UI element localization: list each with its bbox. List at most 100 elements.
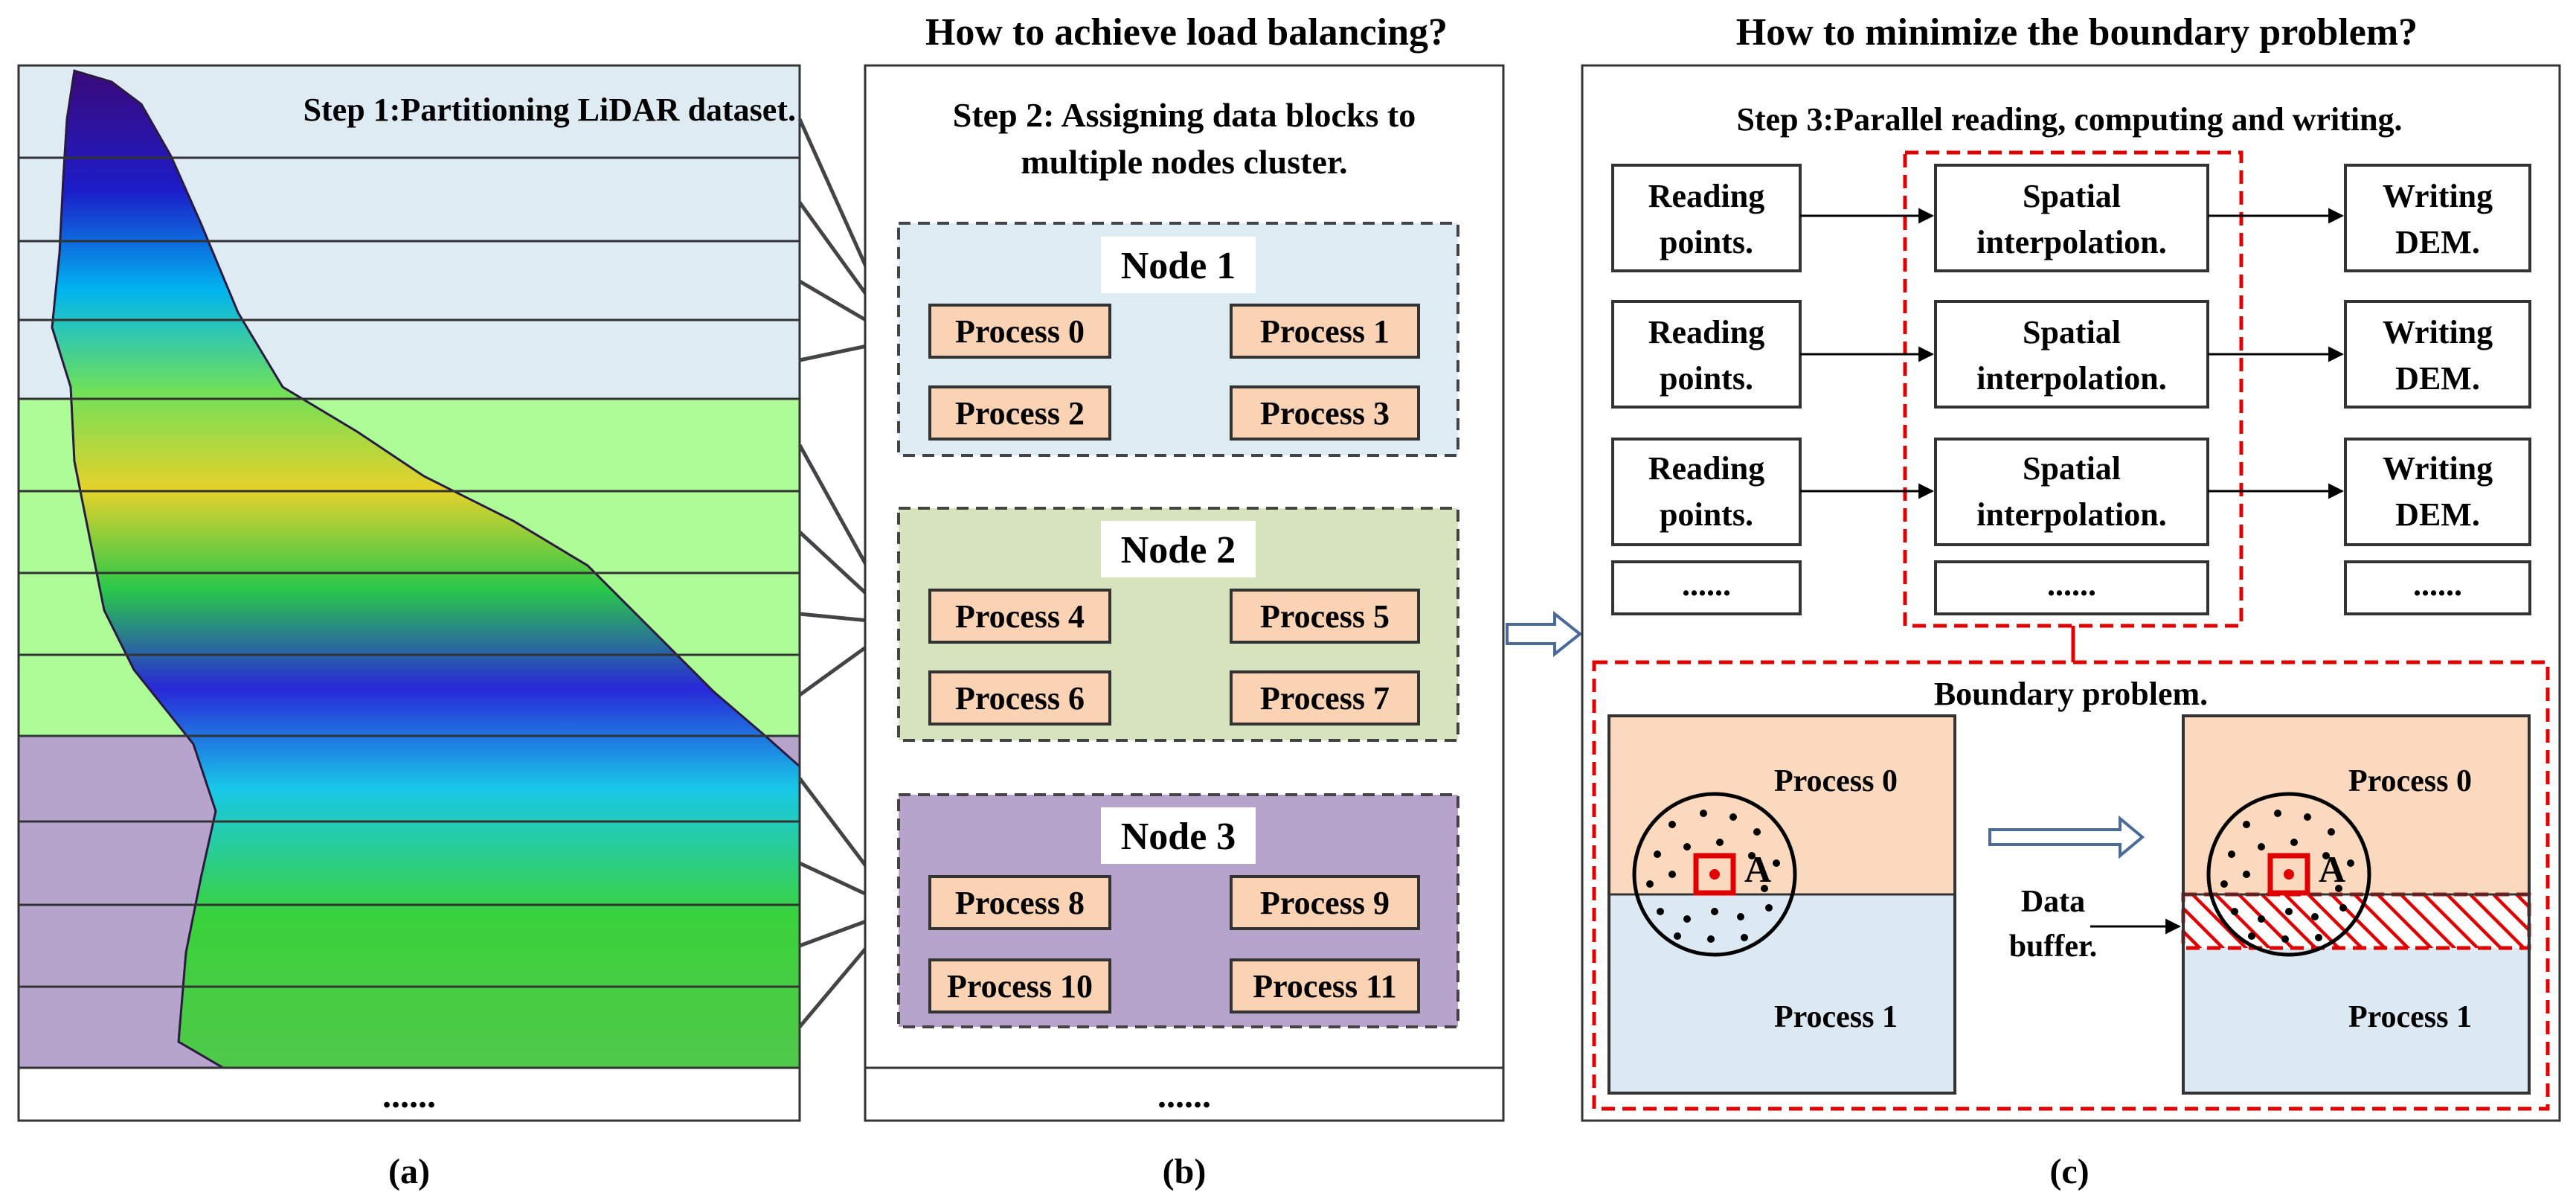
process-box [1230, 589, 1420, 644]
panel-transition-arrow [1506, 610, 1583, 658]
partition-lines [19, 156, 800, 1069]
panel-a-border [17, 64, 801, 1122]
buffer-label: Data [2021, 885, 2085, 919]
step2-line1: Step 2: Assigning data blocks to [953, 96, 1416, 134]
point-a-label: A [1744, 848, 1771, 890]
process0-label: Process 0 [1774, 764, 1898, 798]
writing-box [2344, 560, 2531, 615]
process-box [928, 875, 1111, 930]
writing-label: Writing [2383, 450, 2493, 487]
step2-line2: multiple nodes cluster. [1021, 143, 1347, 181]
reading-label: Reading [1648, 450, 1764, 487]
process-label: Process 4 [955, 598, 1085, 635]
interpolation-label: interpolation. [1976, 360, 2166, 397]
node-1: Node 1 Process 0 Process 1 Process 2 Pro… [897, 222, 1459, 457]
process-box [928, 589, 1111, 644]
reading-box [1611, 560, 1802, 615]
boundary-problem: Boundary problem. Process 0 Process 1 [1592, 660, 2550, 1111]
reading-label: points. [1660, 360, 1753, 397]
target-cell [2267, 853, 2310, 896]
interpolation-label: interpolation. [1976, 224, 2166, 260]
process-box [928, 385, 1111, 441]
node-title: Node 1 [1121, 245, 1236, 287]
pipeline-row-3: Reading points. Spatial interpolation. W… [1611, 438, 2531, 546]
writing-label: DEM. [2395, 360, 2480, 397]
process-box [928, 670, 1111, 726]
reading-box [1611, 438, 1802, 546]
interpolation-label: Spatial [2023, 450, 2121, 487]
buffer-label: buffer. [2009, 929, 2098, 964]
writing-label: Writing [2383, 178, 2493, 214]
process-label: Process 5 [1260, 598, 1390, 635]
reading-label: points. [1660, 496, 1753, 533]
panel-a: Step 1:Partitioning LiDAR dataset. .....… [17, 64, 801, 1191]
process-label: Process 2 [955, 395, 1085, 432]
panel-c-caption: (c) [2049, 1152, 2089, 1191]
pipeline-row-2: Reading points. Spatial interpolation. W… [1611, 300, 2531, 409]
boundary-before: Process 0 Process 1 A [1607, 714, 1956, 1095]
panel-c: How to minimize the boundary problem? St… [1581, 11, 2561, 1191]
boundary-box [1592, 660, 2550, 1111]
interpolation-box [1934, 164, 2209, 272]
panel-b: How to achieve load balancing? Step 2: A… [864, 11, 1505, 1191]
sample-points [1646, 810, 1780, 943]
process-label: Process 9 [1260, 885, 1390, 921]
interpolation-label: Spatial [2023, 178, 2121, 214]
pipeline-row-1: Reading points. Spatial interpolation. W… [1611, 164, 2531, 272]
process-label: Process 8 [955, 885, 1085, 921]
writing-box [2344, 164, 2531, 272]
writing-label: DEM. [2395, 224, 2480, 260]
interpolation-highlight [1903, 150, 2243, 628]
node-title: Node 2 [1121, 529, 1236, 571]
step1-label: Step 1:Partitioning LiDAR dataset. [303, 92, 796, 128]
interpolation-label: interpolation. [1976, 496, 2166, 533]
panel-a-caption: (a) [388, 1152, 430, 1191]
writing-label: DEM. [2395, 496, 2480, 533]
step3-label: Step 3:Parallel reading, computing and w… [1736, 101, 2402, 138]
boundary-title: Boundary problem. [1934, 676, 2208, 712]
reading-label: Reading [1648, 178, 1764, 214]
panel-b-ellipsis: ...... [1157, 1076, 1211, 1115]
panel-a-ellipsis: ...... [382, 1076, 436, 1115]
node-3: Node 3 Process 8 Process 9 Process 10 Pr… [897, 793, 1459, 1028]
process1-label: Process 1 [1774, 1000, 1898, 1034]
process-label: Process 1 [1260, 313, 1390, 350]
sample-points [2220, 810, 2354, 943]
process-box [928, 304, 1111, 359]
node-2: Node 2 Process 4 Process 5 Process 6 Pro… [897, 507, 1459, 742]
panel-c-question: How to minimize the boundary problem? [1736, 11, 2418, 54]
svg-text:......: ...... [2047, 566, 2096, 603]
process-label: Process 0 [955, 313, 1085, 350]
boundary-transition-arrow [1988, 815, 2145, 859]
boundary-after: Process 0 Process 1 A [2181, 714, 2531, 1095]
search-radius-circle [1632, 792, 1797, 957]
panel-b-question: How to achieve load balancing? [925, 11, 1448, 54]
process-label: Process 3 [1260, 395, 1390, 432]
reading-box [1611, 164, 1802, 272]
process-box [928, 958, 1111, 1013]
reading-label: Reading [1648, 314, 1764, 350]
node-title: Node 3 [1121, 816, 1236, 858]
target-cell [1693, 853, 1736, 896]
interpolation-box [1934, 438, 2209, 546]
process-label: Process 10 [947, 968, 1093, 1005]
process-box [1230, 958, 1420, 1013]
point-a-label: A [2319, 848, 2345, 890]
search-radius-circle [2206, 792, 2371, 957]
svg-text:......: ...... [2413, 566, 2462, 603]
process1-label: Process 1 [2348, 1000, 2472, 1034]
reading-label: points. [1660, 224, 1753, 260]
panel-b-caption: (b) [1163, 1152, 1207, 1191]
interpolation-box [1934, 560, 2209, 615]
writing-label: Writing [2383, 314, 2493, 350]
svg-text:......: ...... [1682, 566, 1731, 603]
process-box [1230, 385, 1420, 441]
pipeline-row-ellipsis: ...... ...... ...... [1611, 560, 2531, 615]
process-box [1230, 304, 1420, 359]
writing-box [2344, 300, 2531, 409]
process-box [1230, 875, 1420, 930]
process-label: Process 11 [1253, 968, 1397, 1005]
process-label: Process 7 [1260, 680, 1390, 717]
writing-box [2344, 438, 2531, 546]
